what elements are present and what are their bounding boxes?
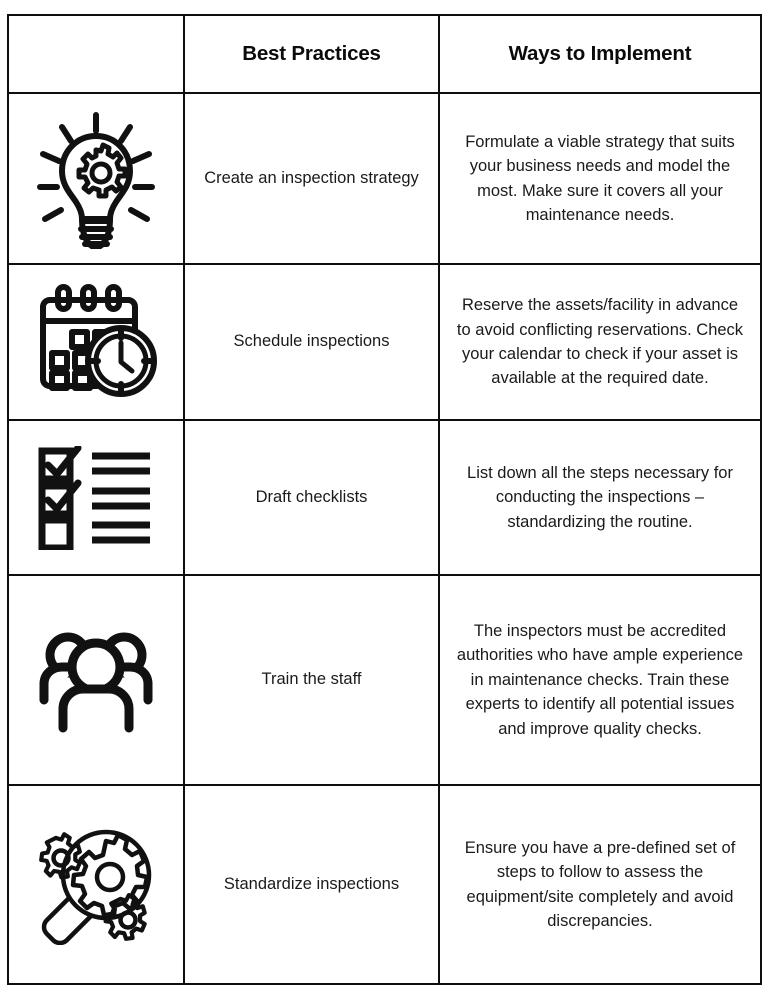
row-name-cell: Create an inspection strategy [183, 92, 440, 265]
checklist-icon [9, 445, 183, 550]
practice-detail: Formulate a viable strategy that suits y… [465, 132, 735, 224]
practice-name: Schedule inspections [233, 332, 390, 351]
header-label-icon [9, 50, 183, 58]
table-row: Create an inspection strategy Formulate … [7, 92, 762, 265]
practice-detail: List down all the steps necessary for co… [467, 463, 733, 531]
table-row: Standardize inspections Ensure you have … [7, 784, 762, 985]
row-icon-cell [7, 784, 185, 985]
row-icon-cell [7, 574, 185, 786]
best-practices-table-container: Best Practices Ways to Implement [7, 14, 762, 985]
table-row: Schedule inspections Reserve the assets/… [7, 263, 762, 421]
calendar-clock-icon [9, 283, 183, 401]
magnifier-gears-icon [9, 825, 183, 945]
row-detail-cell: List down all the steps necessary for co… [438, 419, 762, 576]
practice-detail: Reserve the assets/facility in advance t… [456, 296, 744, 388]
table-header: Best Practices Ways to Implement [7, 14, 762, 94]
row-detail-cell: Reserve the assets/facility in advance t… [438, 263, 762, 421]
row-icon-cell [7, 419, 185, 576]
table-body: Create an inspection strategy Formulate … [7, 92, 762, 985]
row-detail-cell: The inspectors must be accredited author… [438, 574, 762, 786]
row-name-cell: Train the staff [183, 574, 440, 786]
header-cell-ways-to-implement: Ways to Implement [438, 14, 762, 94]
row-name-cell: Standardize inspections [183, 784, 440, 985]
row-detail-cell: Formulate a viable strategy that suits y… [438, 92, 762, 265]
magnifier-gears-icon-svg [39, 829, 152, 945]
header-label-best-practices: Best Practices [242, 41, 381, 65]
row-name-cell: Schedule inspections [183, 263, 440, 421]
header-cell-icon [7, 14, 185, 94]
calendar-clock-icon-svg [40, 284, 157, 397]
checklist-icon-svg [38, 445, 150, 550]
people-group-icon-svg [39, 632, 153, 733]
lightbulb-gear-icon [9, 109, 183, 249]
table-header-row: Best Practices Ways to Implement [7, 14, 762, 94]
practice-name: Draft checklists [255, 487, 368, 506]
row-icon-cell [7, 263, 185, 421]
best-practices-table: Best Practices Ways to Implement [7, 14, 762, 985]
lightbulb-gear-icon-svg [37, 111, 155, 249]
practice-detail: Ensure you have a pre-defined set of ste… [464, 838, 736, 930]
table-row: Draft checklists List down all the steps… [7, 419, 762, 576]
header-label-ways-to-implement: Ways to Implement [508, 41, 692, 65]
practice-name: Create an inspection strategy [204, 168, 419, 187]
row-detail-cell: Ensure you have a pre-defined set of ste… [438, 784, 762, 985]
row-icon-cell [7, 92, 185, 265]
header-cell-best-practices: Best Practices [183, 14, 440, 94]
practice-detail: The inspectors must be accredited author… [456, 621, 744, 738]
practice-name: Train the staff [261, 670, 362, 689]
table-row: Train the staff The inspectors must be a… [7, 574, 762, 786]
people-group-icon [9, 627, 183, 733]
practice-name: Standardize inspections [223, 874, 400, 893]
row-name-cell: Draft checklists [183, 419, 440, 576]
